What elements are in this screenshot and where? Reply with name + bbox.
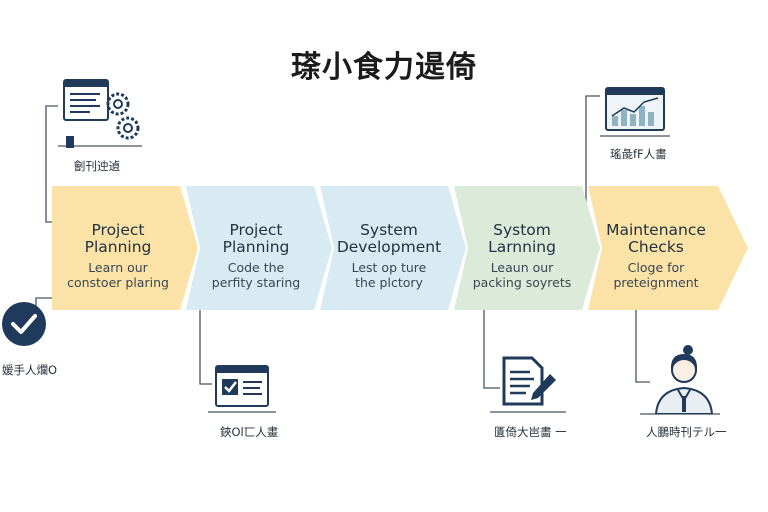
stage-4: Systom Larnning Leaun our packing soyret… (454, 186, 600, 310)
caption-bottom-2: 匱倚大岜畵 一 (494, 425, 567, 439)
connector-top-right (585, 95, 600, 224)
caption-bottom-3: 人鵬時刊テル一 (646, 425, 727, 439)
stage-4-heading: Systom Larnning (488, 221, 556, 256)
stage-2-description: Code the perfity staring (211, 260, 301, 290)
stage-1-description: Learn our constoer plaring (67, 260, 169, 290)
stage-2: Project Planning Code the perfity starin… (186, 186, 332, 310)
stage-1-heading: Project Planning (84, 221, 152, 256)
stage-5-heading: Maintenance Checks (606, 221, 706, 256)
stage-5-arrow (588, 186, 748, 310)
connector-stage4 (483, 300, 500, 389)
stage-3-arrow (320, 186, 466, 310)
stage-2-heading: Project Planning (222, 221, 290, 256)
caption-mid-left: 媛手人爛O (2, 363, 58, 377)
stage-3: System Development Lest op ture the plct… (320, 186, 466, 310)
connector-stage5 (635, 300, 650, 383)
stage-1-arrow (52, 186, 198, 310)
caption-top-left: 劊刊迚遉 (74, 159, 120, 173)
document-gears-icon (63, 79, 140, 148)
caption-bottom-1: 鋏Ol匸人畫 (220, 425, 279, 439)
check-circle-icon (2, 302, 46, 346)
document-pen-icon (502, 356, 556, 406)
checklist-window-icon (215, 365, 269, 407)
stage-3-heading: System Development (336, 221, 442, 256)
caption-top-right: 瑤彘fF人畵 (610, 147, 667, 161)
bar-chart-window-icon (605, 87, 665, 131)
stage-4-description: Leaun our packing soyrets (472, 260, 572, 290)
stage-3-description: Lest op ture the plctory (351, 260, 427, 290)
person-avatar-icon (654, 345, 714, 414)
stage-2-arrow (186, 186, 332, 310)
stage-5-description: Cloge for preteignment (613, 260, 699, 290)
stage-5: Maintenance Checks Cloge for preteignmen… (588, 186, 750, 310)
stage-4-arrow (454, 186, 600, 310)
connector-stage2 (199, 310, 212, 385)
diagram-title: 瑹小食力遈倚 (291, 50, 477, 85)
stage-1: Project Planning Learn our constoer plar… (52, 186, 198, 310)
